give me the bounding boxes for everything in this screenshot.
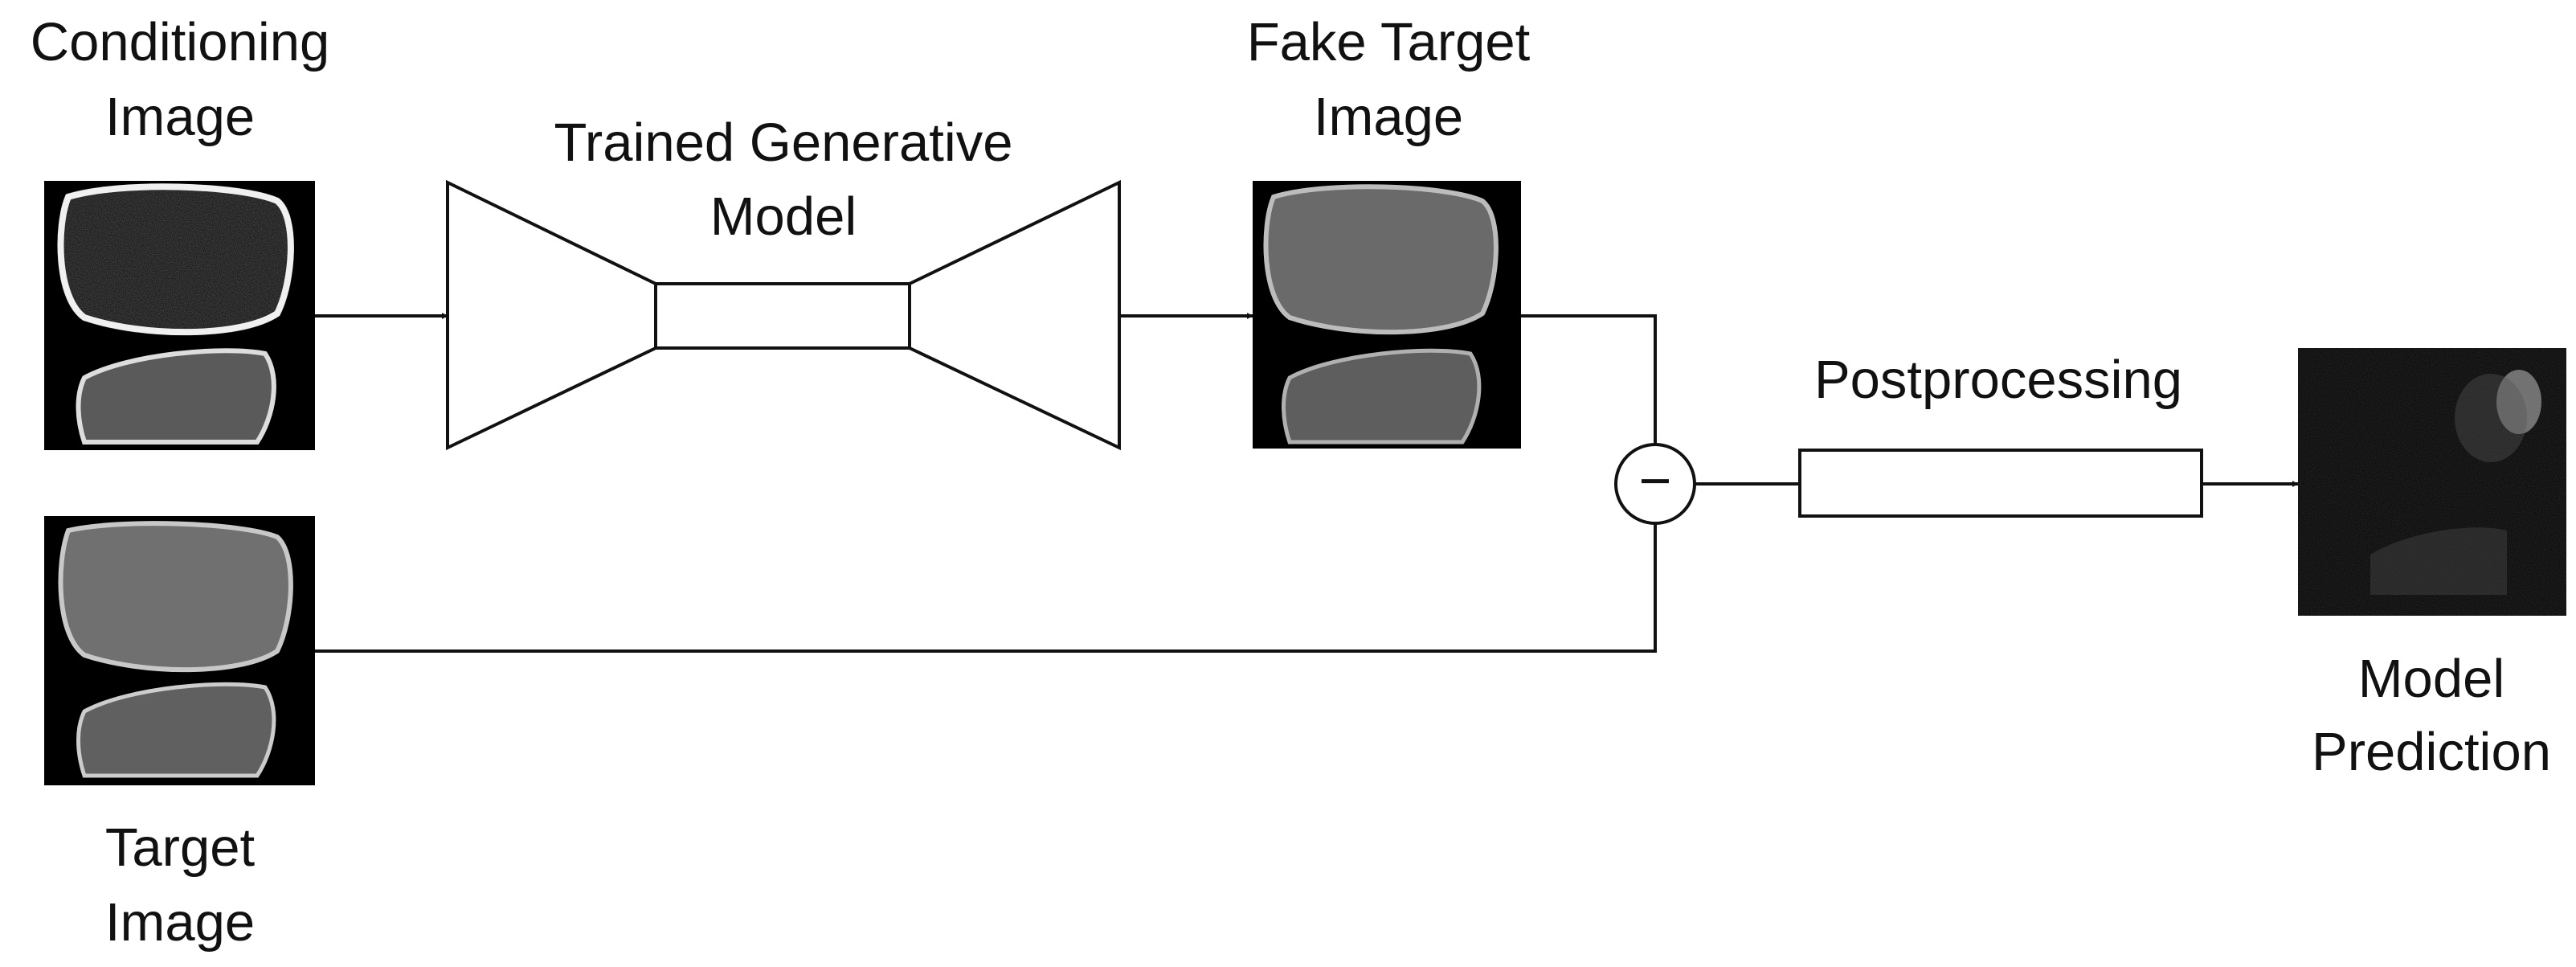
model-prediction-title: Model bbox=[2358, 649, 2504, 709]
subtract-operator: − bbox=[1614, 443, 1696, 525]
postprocessing-box bbox=[1798, 449, 2203, 518]
decoder-trapezoid bbox=[908, 179, 1121, 451]
minus-symbol: − bbox=[1639, 449, 1672, 512]
postprocessing-title: Postprocessing bbox=[1814, 350, 2182, 410]
bottleneck-box bbox=[654, 282, 911, 350]
model-prediction-image bbox=[2298, 348, 2566, 616]
conditioning-image bbox=[44, 181, 315, 450]
target-image bbox=[44, 516, 315, 785]
fake-target-image-title-line2: Image bbox=[1314, 87, 1463, 147]
generative-model-title: Trained Generative bbox=[554, 113, 1012, 173]
model-prediction-title-line2: Prediction bbox=[2312, 722, 2551, 782]
conditioning-image-title-line2: Image bbox=[105, 87, 255, 147]
generative-model-block bbox=[446, 179, 1121, 451]
target-image-title-line2: Image bbox=[105, 892, 255, 953]
conditioning-image-title: Conditioning bbox=[31, 12, 330, 72]
fake-target-image bbox=[1253, 181, 1521, 449]
target-image-title: Target bbox=[105, 817, 256, 878]
line-target-to-subtract bbox=[315, 523, 1657, 653]
generative-model-title-line2: Model bbox=[710, 186, 857, 247]
fake-target-image-title: Fake Target bbox=[1247, 12, 1531, 72]
encoder-trapezoid bbox=[446, 179, 657, 451]
line-fake-target-to-subtract bbox=[1521, 314, 1657, 445]
